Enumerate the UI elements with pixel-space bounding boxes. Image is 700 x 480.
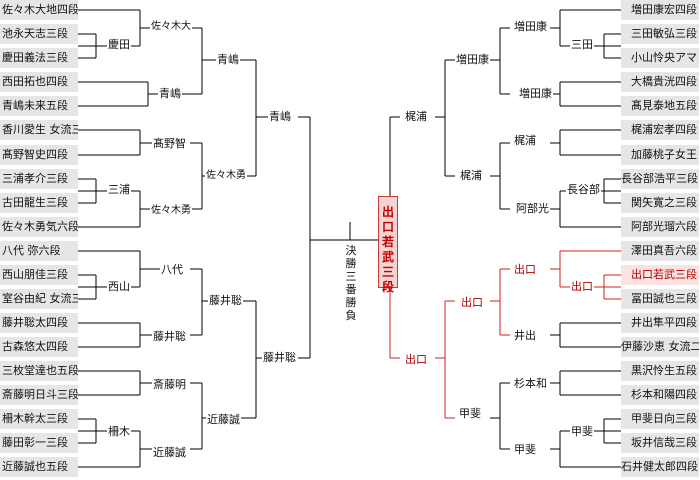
- left-player: 髙野智史四段: [0, 145, 78, 165]
- right-player: 増田康宏四段: [621, 0, 699, 20]
- right-r1-winner: 出口: [570, 280, 594, 294]
- left-r4-winner: 藤井聡: [262, 351, 297, 365]
- left-r1-winner: 慶田: [107, 38, 131, 52]
- left-r1-winner: 佐々木大: [150, 20, 192, 34]
- right-player: 三田敏弘三段: [621, 24, 699, 44]
- left-r2-winner: 青嶋: [158, 87, 182, 101]
- left-r1-winner: 西山: [107, 280, 131, 294]
- right-r3-winner: 出口: [460, 296, 484, 310]
- right-player: 梶浦宏孝四段: [621, 120, 699, 140]
- right-player: 黒沢怜生五段: [621, 361, 699, 381]
- right-r1-winner: 増田康: [513, 20, 548, 34]
- right-player: 石井健太郎四段: [621, 457, 699, 477]
- right-r2-winner: 出口: [513, 263, 537, 277]
- right-player: 井出隼平四段: [621, 313, 699, 333]
- left-player: 西山朋佳三段: [0, 265, 78, 285]
- right-r1-winner: 三田: [570, 38, 594, 52]
- right-player: 冨田誠也三段: [621, 289, 699, 309]
- right-r4-winner: 出口: [404, 353, 428, 367]
- left-player: 斎藤明日斗三段: [0, 385, 78, 405]
- left-player: 三枚堂達也五段: [0, 361, 78, 381]
- right-player: 杉本和陽四段: [621, 385, 699, 405]
- left-r1-winner: 柵木: [107, 425, 131, 439]
- left-player: 佐々木勇気六段: [0, 217, 78, 237]
- left-r2-winner: 近藤誠: [152, 446, 187, 460]
- left-player: 近藤誠也五段: [0, 457, 78, 477]
- left-r3-winner: 藤井聡: [208, 294, 243, 308]
- right-player: 坂井信哉三段: [621, 433, 699, 453]
- left-player: 柵木幹太三段: [0, 409, 78, 429]
- right-player: 伊藤沙恵 女流二段: [621, 337, 699, 357]
- left-r3-winner: 近藤誠: [206, 413, 241, 427]
- left-player: 香川愛生 女流三段: [0, 120, 78, 140]
- right-player: 長谷部浩平三段: [621, 169, 699, 189]
- left-r2-winner: 八代: [160, 263, 184, 277]
- left-player: 八代 弥六段: [0, 241, 78, 261]
- right-r2-winner: 井出: [513, 329, 537, 343]
- left-player: 室谷由紀 女流三段: [0, 289, 78, 309]
- right-r3-winner: 増田康: [455, 53, 490, 67]
- right-player: 甲斐日向三段: [621, 409, 699, 429]
- right-r3-winner: 甲斐: [458, 407, 482, 421]
- left-player: 古田龍生三段: [0, 193, 78, 213]
- left-r1-winner: 三浦: [107, 183, 131, 197]
- right-player: 関矢寛之三段: [621, 193, 699, 213]
- right-r1-winner: 甲斐: [570, 425, 594, 439]
- left-r2-winner: 藤井聡: [152, 330, 187, 344]
- champion-box: 出口若武三段: [378, 196, 398, 294]
- right-r2-winner: 増田康: [518, 87, 553, 101]
- left-player: 三浦孝介三段: [0, 169, 78, 189]
- left-r2-winner: 髙野智: [152, 137, 187, 151]
- right-r3-winner: 梶浦: [459, 169, 483, 183]
- left-player: 慶田義法三段: [0, 48, 78, 68]
- right-player-champion: 出口若武三段: [621, 265, 699, 285]
- left-player: 西田拓也四段: [0, 72, 78, 92]
- right-player: 澤田真吾六段: [621, 241, 699, 261]
- left-r2-winner: 斎藤明: [152, 378, 187, 392]
- right-player: 大橋貴洸四段: [621, 72, 699, 92]
- left-player: 藤田彰一三段: [0, 433, 78, 453]
- final-match-label: 決勝三番勝負: [344, 244, 358, 322]
- left-r3-winner: 青嶋: [216, 53, 240, 67]
- right-r2-winner: 梶浦: [513, 134, 537, 148]
- right-r2-winner: 杉本和: [513, 377, 548, 391]
- right-player: 髙見泰地五段: [621, 96, 699, 116]
- left-r1-winner: 佐々木勇: [150, 204, 192, 218]
- right-player: 小山怜央アマ: [621, 48, 699, 68]
- left-player: 古森悠太四段: [0, 337, 78, 357]
- left-r4-winner: 青嶋: [268, 110, 292, 124]
- right-r2-winner: 甲斐: [513, 443, 537, 457]
- left-player: 藤井聡太四段: [0, 313, 78, 333]
- right-r2-winner: 阿部光: [515, 202, 550, 216]
- left-player: 青嶋未来五段: [0, 96, 78, 116]
- right-player: 加藤桃子女王: [621, 145, 699, 165]
- left-player: 池永天志三段: [0, 24, 78, 44]
- right-r4-winner: 梶浦: [404, 110, 428, 124]
- right-r1-winner: 長谷部: [566, 183, 601, 197]
- right-player: 阿部光瑠六段: [621, 217, 699, 237]
- left-r2-winner: 佐々木勇: [205, 169, 247, 183]
- left-player: 佐々木大地四段: [0, 0, 78, 20]
